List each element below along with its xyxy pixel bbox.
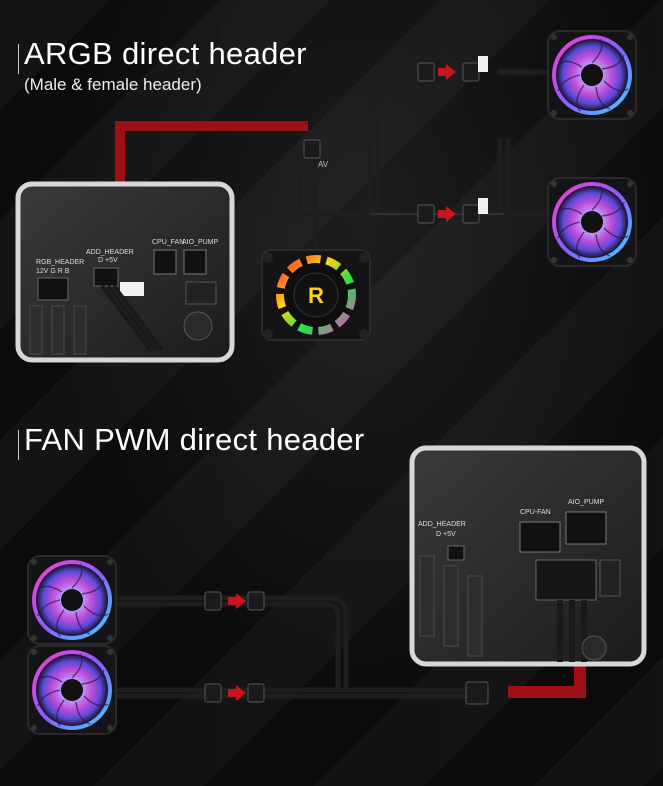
heading-divider [18, 44, 19, 74]
pwm-fan-1 [27, 555, 117, 645]
mb-label-cpufan: CPU_FAN [152, 239, 184, 246]
section-argb-subtitle: (Male & female header) [24, 75, 202, 94]
mb-pins-add: D +5V [98, 257, 118, 264]
section-pwm-heading: FAN PWM direct header [18, 422, 365, 460]
cable-tag-label: AV [318, 160, 329, 169]
mb-label-add: ADD_HEADER [86, 249, 134, 256]
motherboard-zoom-top: RGB_HEADER 12V G R B ADD_HEADER D +5V CP… [15, 181, 235, 363]
red-arrow-icon [438, 206, 456, 222]
mb-label-cpufan-bottom: CPU-FAN [520, 509, 551, 516]
section-argb-heading: ARGB direct header (Male & female header… [18, 36, 307, 95]
argb-fan-2 [547, 177, 637, 267]
argb-connector-top-1 [417, 56, 488, 82]
motherboard-zoom-bottom: ADD_HEADER D +5V CPU-FAN AIO_PUMP [409, 445, 647, 667]
aio-pump: R [261, 249, 371, 341]
mb-label-rgb: RGB_HEADER [36, 259, 84, 266]
pwm-hub-connector [465, 681, 489, 705]
section-pwm-title: FAN PWM direct header [24, 422, 365, 457]
red-arrow-icon [438, 64, 456, 80]
argb-connector-top-2 [417, 198, 488, 224]
mb-pins-rgb: 12V G R B [36, 268, 70, 275]
mb-label-add-bottom: ADD_HEADER [418, 521, 466, 528]
heading-divider [18, 430, 19, 460]
argb-pump-connector [303, 139, 321, 159]
pump-logo: R [308, 283, 324, 308]
red-arrow-icon [228, 593, 246, 609]
mb-label-aio-bottom: AIO_PUMP [568, 499, 605, 506]
mb-label-aio: AIO_PUMP [182, 239, 219, 246]
section-argb-title: ARGB direct header [24, 36, 307, 71]
mb-pins-add-bottom: D +5V [436, 531, 456, 538]
pwm-cables [110, 595, 480, 699]
pwm-fan-2 [27, 645, 117, 735]
argb-fan-1 [547, 30, 637, 120]
red-arrow-icon [228, 685, 246, 701]
